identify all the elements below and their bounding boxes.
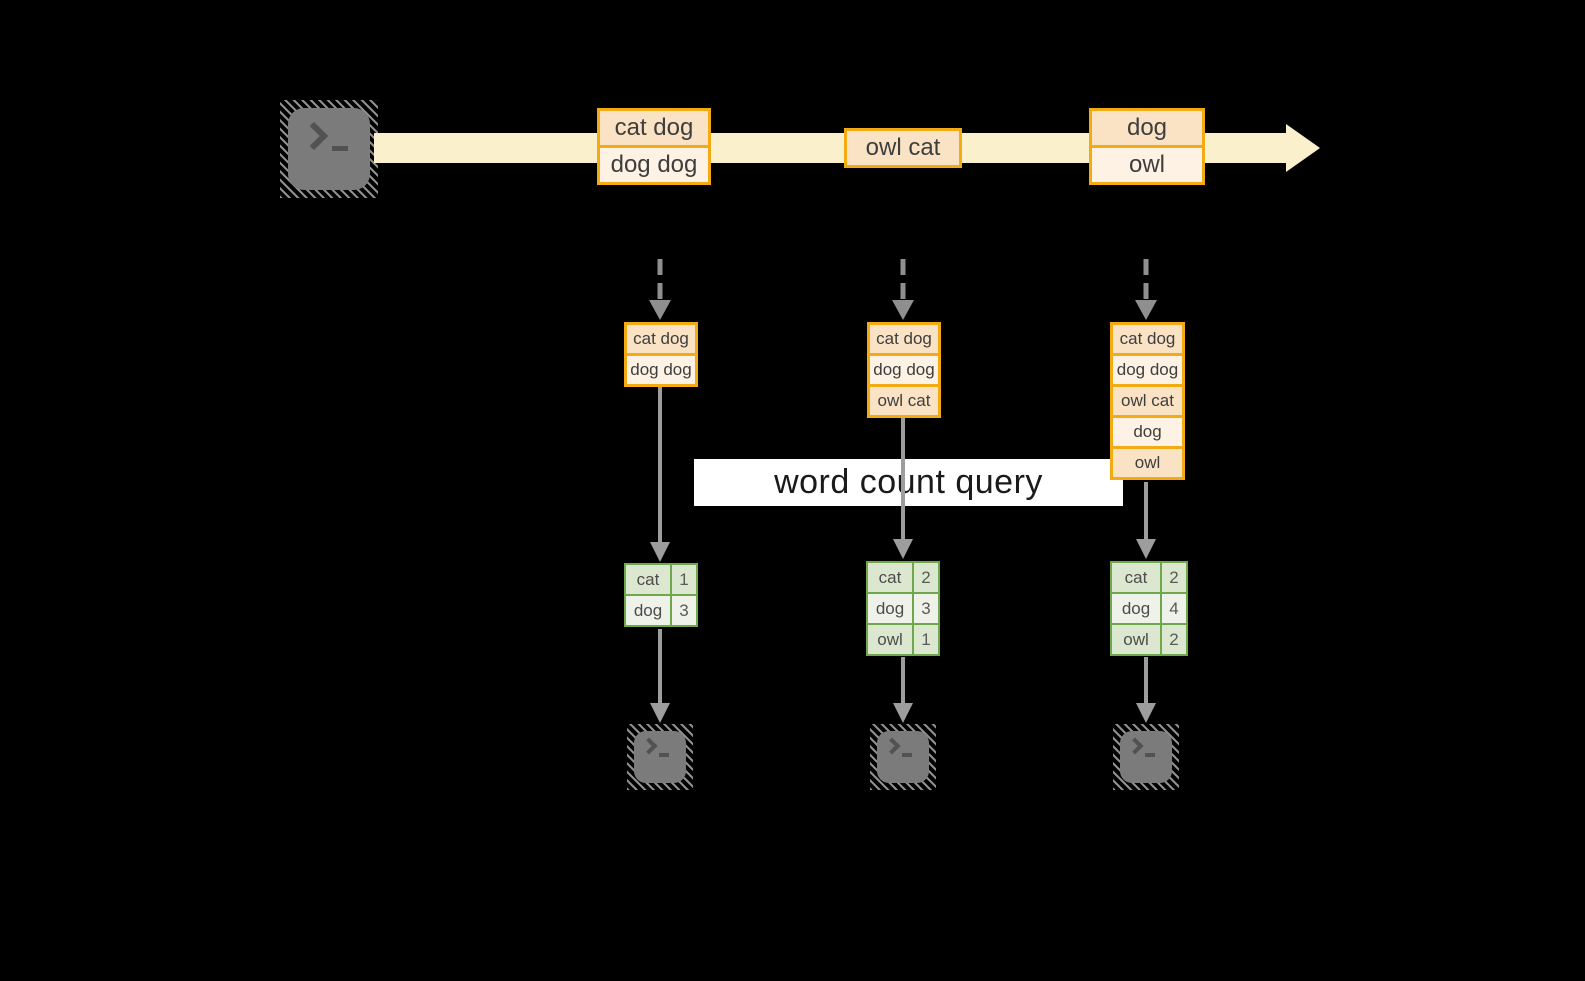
result-word: cat	[626, 565, 670, 594]
state-cell: cat dog	[1113, 325, 1182, 353]
flow-arrow-result-sink-3	[1136, 657, 1156, 723]
result-count: 2	[1162, 563, 1186, 592]
result-word: dog	[868, 594, 912, 623]
prompt-underscore-icon	[902, 753, 912, 757]
state-cell: cat dog	[627, 325, 695, 353]
dashed-arrow-2	[892, 259, 914, 320]
flow-arrow-state-result-1	[650, 387, 670, 562]
prompt-chevron-icon	[299, 121, 329, 151]
stream-event-cell: dog	[1092, 111, 1202, 145]
flow-arrow-state-result-2	[893, 418, 913, 559]
stream-event-cell: owl	[1092, 148, 1202, 182]
stream-event-cell: owl cat	[847, 131, 959, 165]
dashed-arrow-3	[1135, 259, 1157, 320]
prompt-chevron-icon	[1126, 737, 1144, 755]
state-cell: dog	[1113, 418, 1182, 446]
prompt-chevron-icon	[640, 737, 658, 755]
query-band: word count query	[694, 459, 1123, 506]
result-count: 1	[672, 565, 696, 594]
result-table-1: cat 1 dog 3	[624, 563, 698, 627]
prompt-underscore-icon	[332, 146, 348, 151]
stream-event-box-1: cat dog dog dog	[597, 108, 711, 185]
result-word: dog	[626, 596, 670, 625]
stream-event-cell: dog dog	[600, 148, 708, 182]
result-count: 2	[914, 563, 938, 592]
result-word: owl	[868, 625, 912, 654]
flow-arrow-result-sink-1	[650, 629, 670, 723]
terminal-screen	[288, 108, 370, 190]
state-box-3: cat dog dog dog owl cat dog owl	[1110, 322, 1185, 480]
prompt-underscore-icon	[659, 753, 669, 757]
state-cell: owl cat	[870, 387, 938, 415]
state-cell: dog dog	[870, 356, 938, 384]
flow-arrow-result-sink-2	[893, 657, 913, 723]
terminal-screen	[877, 731, 929, 783]
prompt-underscore-icon	[1145, 753, 1155, 757]
state-cell: dog dog	[627, 356, 695, 384]
state-cell: owl cat	[1113, 387, 1182, 415]
prompt-chevron-icon	[883, 737, 901, 755]
result-word: dog	[1112, 594, 1160, 623]
stream-event-cell: cat dog	[600, 111, 708, 145]
state-cell: cat dog	[870, 325, 938, 353]
result-count: 1	[914, 625, 938, 654]
query-label: word count query	[774, 463, 1043, 501]
terminal-sink-icon-2	[870, 724, 936, 790]
flow-arrow-state-result-3	[1136, 482, 1156, 559]
stream-event-box-3: dog owl	[1089, 108, 1205, 185]
result-table-3: cat 2 dog 4 owl 2	[1110, 561, 1188, 656]
result-count: 3	[914, 594, 938, 623]
result-word: cat	[868, 563, 912, 592]
stream-arrowhead	[1286, 124, 1320, 172]
terminal-sink-icon-1	[627, 724, 693, 790]
state-cell: owl	[1113, 449, 1182, 477]
stream-event-box-2: owl cat	[844, 128, 962, 168]
state-box-2: cat dog dog dog owl cat	[867, 322, 941, 418]
terminal-sink-icon-3	[1113, 724, 1179, 790]
result-word: cat	[1112, 563, 1160, 592]
terminal-screen	[634, 731, 686, 783]
result-count: 2	[1162, 625, 1186, 654]
result-count: 3	[672, 596, 696, 625]
terminal-screen	[1120, 731, 1172, 783]
state-cell: dog dog	[1113, 356, 1182, 384]
dashed-arrow-1	[649, 259, 671, 320]
state-box-1: cat dog dog dog	[624, 322, 698, 387]
result-word: owl	[1112, 625, 1160, 654]
terminal-source-icon	[280, 100, 378, 198]
result-count: 4	[1162, 594, 1186, 623]
result-table-2: cat 2 dog 3 owl 1	[866, 561, 940, 656]
